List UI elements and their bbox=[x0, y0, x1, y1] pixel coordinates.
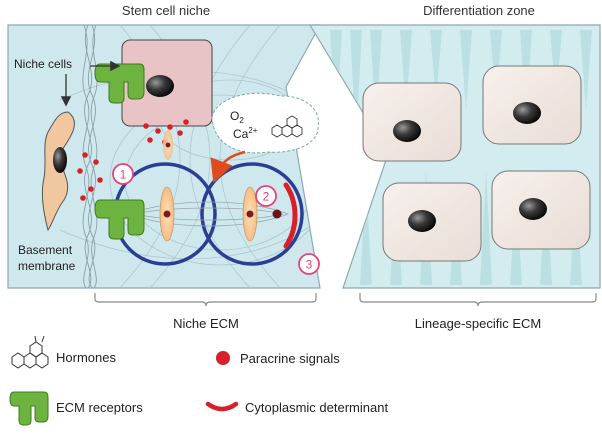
ecm-receptor-niche-cell bbox=[94, 63, 145, 104]
lineage-ecm-bracket bbox=[359, 293, 597, 307]
differentiated-cell bbox=[491, 170, 591, 250]
differentiated-cell bbox=[382, 182, 482, 262]
basement-membrane-label-line2: membrane bbox=[18, 259, 76, 273]
niche-ecm-bracket bbox=[94, 293, 317, 307]
right-panel-title: Differentiation zone bbox=[423, 3, 535, 18]
stem-cell-niche-panel: Niche cells bbox=[7, 24, 322, 289]
hormone-icon bbox=[11, 335, 49, 369]
hormone-molecule-bubble bbox=[271, 115, 303, 138]
mechanism-marker-1: 1 bbox=[112, 163, 134, 185]
ecm-receptor-icon bbox=[9, 391, 49, 426]
svg-text:2: 2 bbox=[263, 190, 270, 204]
fibroblast-nucleus bbox=[53, 147, 67, 173]
svg-text:3: 3 bbox=[306, 258, 313, 272]
niche-cell-nucleus bbox=[146, 75, 174, 97]
paracrine-signal-icon bbox=[216, 351, 230, 365]
niche-background bbox=[7, 24, 322, 289]
legend-paracrine-label: Paracrine signals bbox=[240, 351, 340, 366]
niche-cells-label: Niche cells bbox=[14, 57, 72, 71]
mechanism-marker-3: 3 bbox=[298, 253, 320, 275]
environment-arrow bbox=[210, 150, 246, 184]
differentiated-cell bbox=[362, 82, 462, 162]
legend: Hormones Paracrine signals ECM receptors… bbox=[9, 335, 388, 426]
basement-membrane-label-line1: Basement bbox=[18, 243, 73, 257]
left-panel-title: Stem cell niche bbox=[122, 3, 210, 18]
legend-cytoplasmic-label: Cytoplasmic determinant bbox=[245, 400, 388, 415]
lineage-ecm-label: Lineage-specific ECM bbox=[415, 316, 541, 331]
ecm-receptor-stem-cell bbox=[94, 199, 145, 240]
niche-ecm-label: Niche ECM bbox=[173, 316, 239, 331]
calcium-label: Ca2+ bbox=[233, 126, 258, 141]
environmental-factors-bubble bbox=[211, 92, 320, 154]
cytoplasmic-determinant-icon bbox=[205, 401, 239, 412]
paracrine-signals bbox=[77, 119, 189, 201]
cytoplasmic-determinant-arc bbox=[283, 182, 298, 249]
polarized-spindle bbox=[163, 130, 173, 160]
oxygen-label: O2 bbox=[230, 109, 244, 125]
dividing-stem-cell bbox=[113, 162, 304, 266]
legend-hormones-label: Hormones bbox=[56, 350, 116, 365]
svg-text:1: 1 bbox=[120, 168, 127, 182]
differentiated-cell bbox=[482, 65, 582, 145]
mechanism-marker-2: 2 bbox=[255, 185, 277, 207]
legend-ecm-receptors-label: ECM receptors bbox=[56, 400, 143, 415]
differentiation-zone-panel bbox=[308, 24, 601, 289]
